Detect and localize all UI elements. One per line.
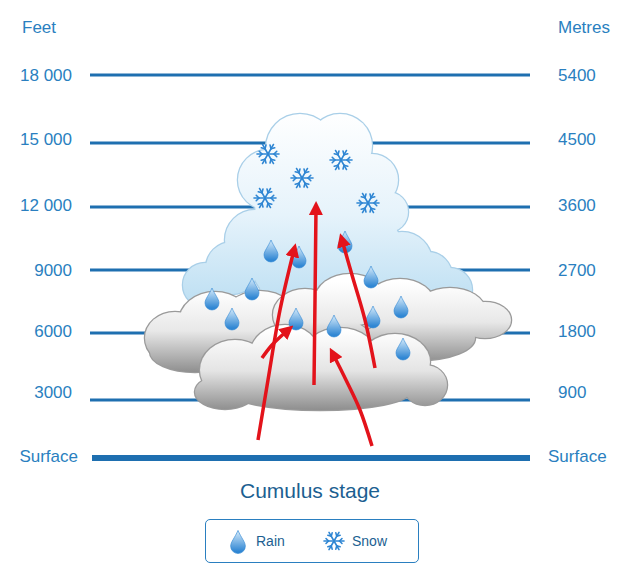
raindrop xyxy=(366,306,380,328)
updraft-arrow xyxy=(342,240,375,368)
updraft-arrow xyxy=(258,250,294,440)
surface-label: Surface xyxy=(548,448,607,465)
snowflake xyxy=(357,193,379,212)
updraft-arrow xyxy=(314,208,316,385)
snowflake xyxy=(254,188,276,207)
raindrop xyxy=(289,308,303,330)
altitude-value: 6000 xyxy=(34,323,72,340)
altitude-line xyxy=(90,74,530,77)
raindrop xyxy=(245,278,259,300)
altitude-value: 15 000 xyxy=(20,131,72,148)
axis-heading: Metres xyxy=(558,19,610,36)
raindrop xyxy=(205,288,219,310)
legend-label: Rain xyxy=(256,533,285,549)
snow-swatch xyxy=(322,528,346,554)
altitude-value: 1800 xyxy=(558,323,596,340)
altitude-value: 900 xyxy=(558,384,586,401)
raindrop xyxy=(396,338,410,360)
altitude-value: 3600 xyxy=(558,197,596,214)
snowflake xyxy=(291,168,313,187)
snowflake xyxy=(330,150,352,169)
raindrop xyxy=(327,315,341,337)
snowflake-icon xyxy=(324,532,344,549)
updraft-arrow xyxy=(262,330,288,358)
altitude-value: 5400 xyxy=(558,67,596,84)
altitude-value: 18 000 xyxy=(20,67,72,84)
legend-label: Snow xyxy=(352,533,387,549)
updraft-arrow xyxy=(333,354,372,446)
legend-box: Rain Snow xyxy=(205,519,419,563)
diagram-title: Cumulus stage xyxy=(240,480,380,501)
raindrop xyxy=(364,266,378,288)
altitude-value: 4500 xyxy=(558,131,596,148)
snowflake xyxy=(257,144,279,163)
altitude-value: 2700 xyxy=(558,262,596,279)
altitude-value: 9000 xyxy=(34,262,72,279)
rain-swatch xyxy=(226,528,250,554)
altitude-value: 12 000 xyxy=(20,197,72,214)
surface-line xyxy=(92,455,530,461)
cloud xyxy=(195,325,447,410)
legend-item: Rain xyxy=(226,528,285,554)
raindrop xyxy=(292,246,306,268)
altitude-value: 3000 xyxy=(34,384,72,401)
raindrop xyxy=(225,308,239,330)
axis-heading: Feet xyxy=(22,19,56,36)
raindrop xyxy=(264,240,278,262)
surface-label: Surface xyxy=(19,448,78,465)
legend-item: Snow xyxy=(322,528,387,554)
raindrop xyxy=(394,296,408,318)
